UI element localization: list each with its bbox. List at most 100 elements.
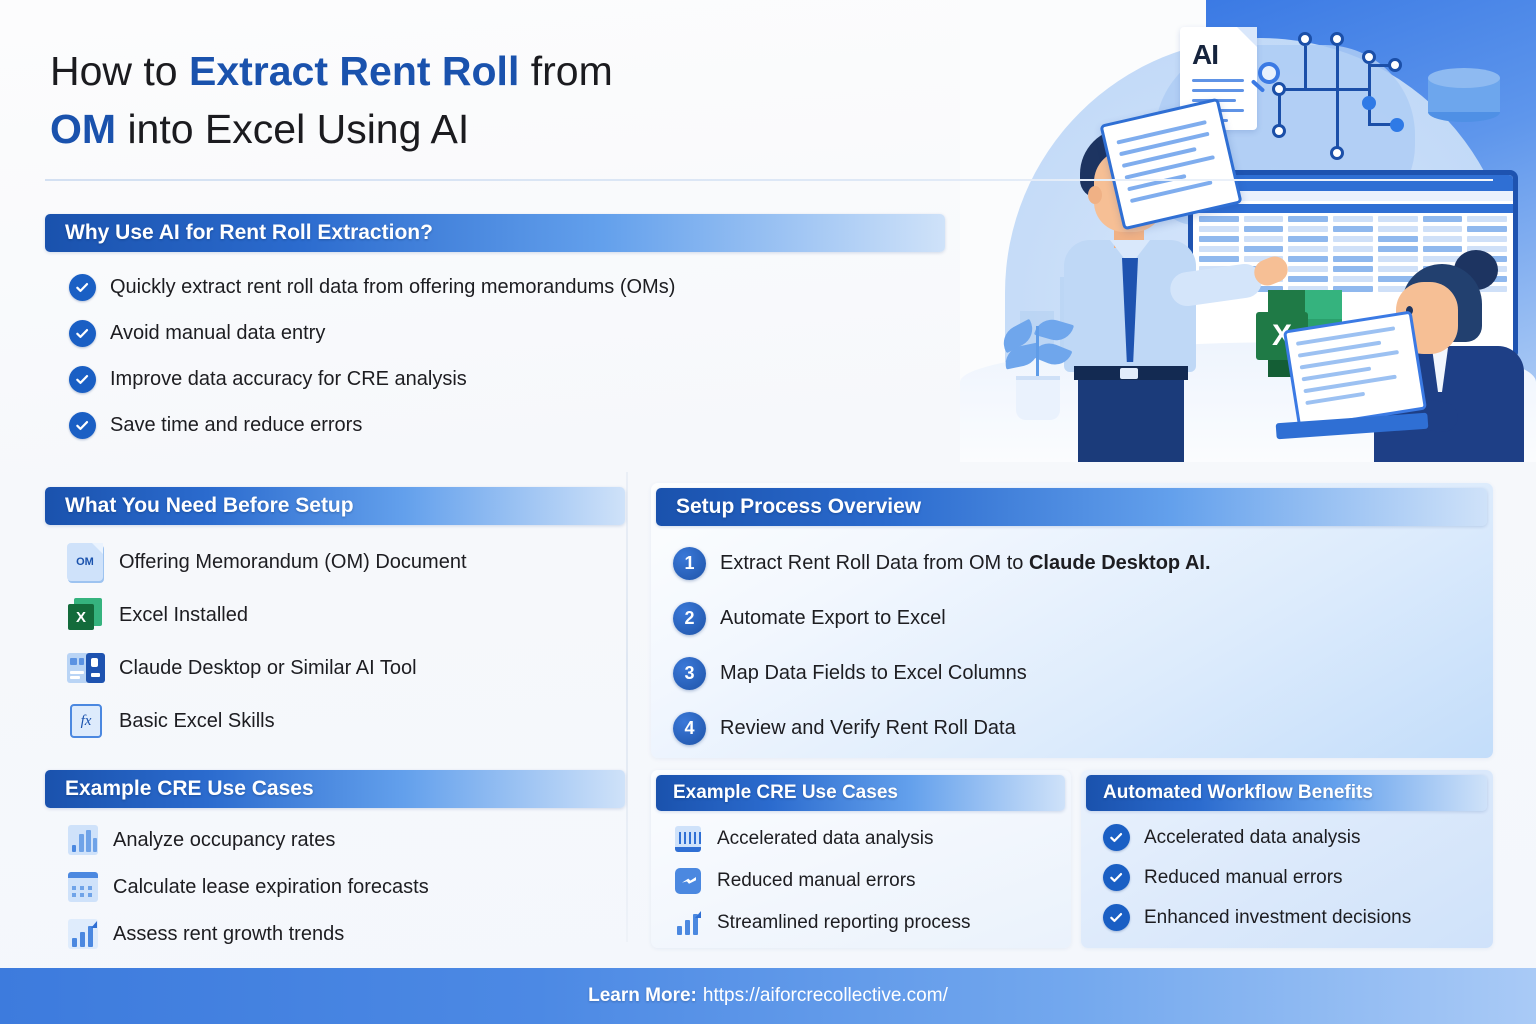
- claude-desktop-icon: [65, 647, 107, 689]
- cases-left-header: Example CRE Use Cases: [45, 770, 625, 808]
- benefits-header: Automated Workflow Benefits: [1086, 775, 1487, 811]
- learn-more-label: Learn More:: [588, 985, 697, 1006]
- example-use-cases-left-section: Example CRE Use Cases Analyze occupancy …: [45, 770, 625, 950]
- check-circle-icon: [69, 274, 96, 301]
- setup-step: 2 Automate Export to Excel: [673, 602, 1493, 635]
- excel-icon-label: X: [68, 604, 94, 630]
- list-item: fx Basic Excel Skills: [65, 700, 625, 742]
- why-section-header: Why Use AI for Rent Roll Extraction?: [45, 214, 945, 252]
- list-item-label: Streamlined reporting process: [717, 912, 971, 933]
- step-label: Automate Export to Excel: [720, 607, 946, 629]
- network-nodes-icon: [1272, 28, 1410, 168]
- calendar-icon: [67, 871, 99, 903]
- ai-document-label: AI: [1192, 39, 1219, 70]
- list-item-label: Quickly extract rent roll data from offe…: [110, 276, 676, 298]
- website-url[interactable]: https://aiforcrecollective.com/: [702, 985, 948, 1006]
- list-item-label: Excel Installed: [119, 603, 248, 626]
- list-item: Claude Desktop or Similar AI Tool: [65, 647, 625, 689]
- what-you-need-section: What You Need Before Setup OM Offering M…: [45, 487, 625, 742]
- header-divider: [45, 179, 1493, 181]
- step-number-badge: 3: [673, 657, 706, 690]
- list-item-label: Claude Desktop or Similar AI Tool: [119, 656, 417, 679]
- list-item-label: Enhanced investment decisions: [1144, 906, 1412, 928]
- trend-chart-icon: [67, 918, 99, 950]
- person-analyst: [1275, 250, 1536, 462]
- setup-step: 3 Map Data Fields to Excel Columns: [673, 657, 1493, 690]
- database-icon: [1428, 68, 1500, 124]
- list-item: Assess rent growth trends: [67, 918, 625, 950]
- step-label: Map Data Fields to Excel Columns: [720, 662, 1027, 684]
- check-circle-icon: [1103, 864, 1130, 891]
- title-part-2: from: [519, 48, 613, 94]
- formula-fx-icon: fx: [65, 700, 107, 742]
- step-number-badge: 1: [673, 547, 706, 580]
- fx-icon-label: fx: [70, 704, 102, 738]
- title-part-3: into Excel Using AI: [116, 106, 470, 153]
- list-item: Avoid manual data entry: [69, 320, 945, 347]
- list-item-label: Accelerated data analysis: [1144, 826, 1361, 848]
- om-document-icon: OM: [65, 541, 107, 583]
- title-highlight-1: Extract Rent Roll: [189, 48, 520, 94]
- laptop-screen: [1282, 310, 1428, 430]
- flash-square-icon: [673, 866, 703, 896]
- setup-process-section: Setup Process Overview 1 Extract Rent Ro…: [651, 483, 1493, 758]
- step-label-text: Extract Rent Roll Data from OM to: [720, 552, 1029, 574]
- list-item: Accelerated data analysis: [673, 824, 1071, 854]
- setup-section-header: Setup Process Overview: [656, 488, 1487, 526]
- need-section-header: What You Need Before Setup: [45, 487, 625, 525]
- title-highlight-2: OM: [50, 106, 117, 153]
- trend-chart-icon: [673, 908, 703, 938]
- list-item: Streamlined reporting process: [673, 908, 1071, 938]
- step-label-bold: Claude Desktop AI.: [1028, 552, 1211, 574]
- list-item: Quickly extract rent roll data from offe…: [69, 274, 945, 301]
- om-icon-label: OM: [76, 556, 94, 568]
- list-item: Calculate lease expiration forecasts: [67, 871, 625, 903]
- check-circle-icon: [1103, 824, 1130, 851]
- page-title: How to Extract Rent Roll from OM into Ex…: [50, 42, 950, 158]
- title-part-1: How to: [50, 48, 189, 94]
- list-item-label: Reduced manual errors: [717, 870, 916, 891]
- cases-mid-list: Accelerated data analysis Reduced manual…: [651, 824, 1071, 938]
- list-item-label: Improve data accuracy for CRE analysis: [110, 368, 467, 390]
- check-circle-icon: [69, 412, 96, 439]
- list-item: Reduced manual errors: [673, 866, 1071, 896]
- plant-icon: [997, 300, 1076, 420]
- example-use-cases-mid-section: Example CRE Use Cases Accelerated data a…: [651, 770, 1071, 948]
- check-circle-icon: [69, 320, 96, 347]
- building-chart-icon: [673, 824, 703, 854]
- setup-steps-list: 1 Extract Rent Roll Data from OM to Clau…: [651, 547, 1493, 745]
- check-circle-icon: [69, 366, 96, 393]
- step-label: Review and Verify Rent Roll Data: [720, 717, 1016, 739]
- cases-mid-header: Example CRE Use Cases: [656, 775, 1065, 811]
- list-item-label: Accelerated data analysis: [717, 828, 934, 849]
- list-item-label: Assess rent growth trends: [113, 922, 345, 945]
- automated-workflow-benefits-section: Automated Workflow Benefits Accelerated …: [1081, 770, 1493, 948]
- list-item: Reduced manual errors: [1103, 864, 1493, 891]
- list-item: OM Offering Memorandum (OM) Document: [65, 541, 625, 583]
- check-circle-icon: [1103, 904, 1130, 931]
- list-item: Enhanced investment decisions: [1103, 904, 1493, 931]
- hero-illustration: AI: [960, 0, 1536, 462]
- list-item-label: Analyze occupancy rates: [113, 828, 336, 851]
- list-item: X Excel Installed: [65, 594, 625, 636]
- search-icon: [1258, 62, 1280, 84]
- why-use-ai-section: Why Use AI for Rent Roll Extraction? Qui…: [45, 214, 945, 439]
- list-item-label: Avoid manual data entry: [110, 322, 326, 344]
- step-number-badge: 4: [673, 712, 706, 745]
- footer-bar: Learn More:https://aiforcrecollective.co…: [0, 968, 1536, 1024]
- list-item-label: Reduced manual errors: [1144, 866, 1343, 888]
- page-fold: [1237, 27, 1257, 47]
- step-label: Extract Rent Roll Data from OM to Claude…: [720, 552, 1211, 575]
- benefits-list: Accelerated data analysis Reduced manual…: [1081, 824, 1493, 931]
- need-section-list: OM Offering Memorandum (OM) Document X E…: [45, 541, 625, 742]
- list-item-label: Basic Excel Skills: [119, 709, 275, 732]
- list-item-label: Calculate lease expiration forecasts: [113, 875, 429, 898]
- column-divider: [626, 472, 628, 942]
- setup-step: 1 Extract Rent Roll Data from OM to Clau…: [673, 547, 1493, 580]
- list-item-label: Offering Memorandum (OM) Document: [119, 550, 467, 573]
- why-section-list: Quickly extract rent roll data from offe…: [45, 274, 945, 439]
- list-item: Accelerated data analysis: [1103, 824, 1493, 851]
- list-item: Save time and reduce errors: [69, 412, 945, 439]
- excel-file-icon: X: [65, 594, 107, 636]
